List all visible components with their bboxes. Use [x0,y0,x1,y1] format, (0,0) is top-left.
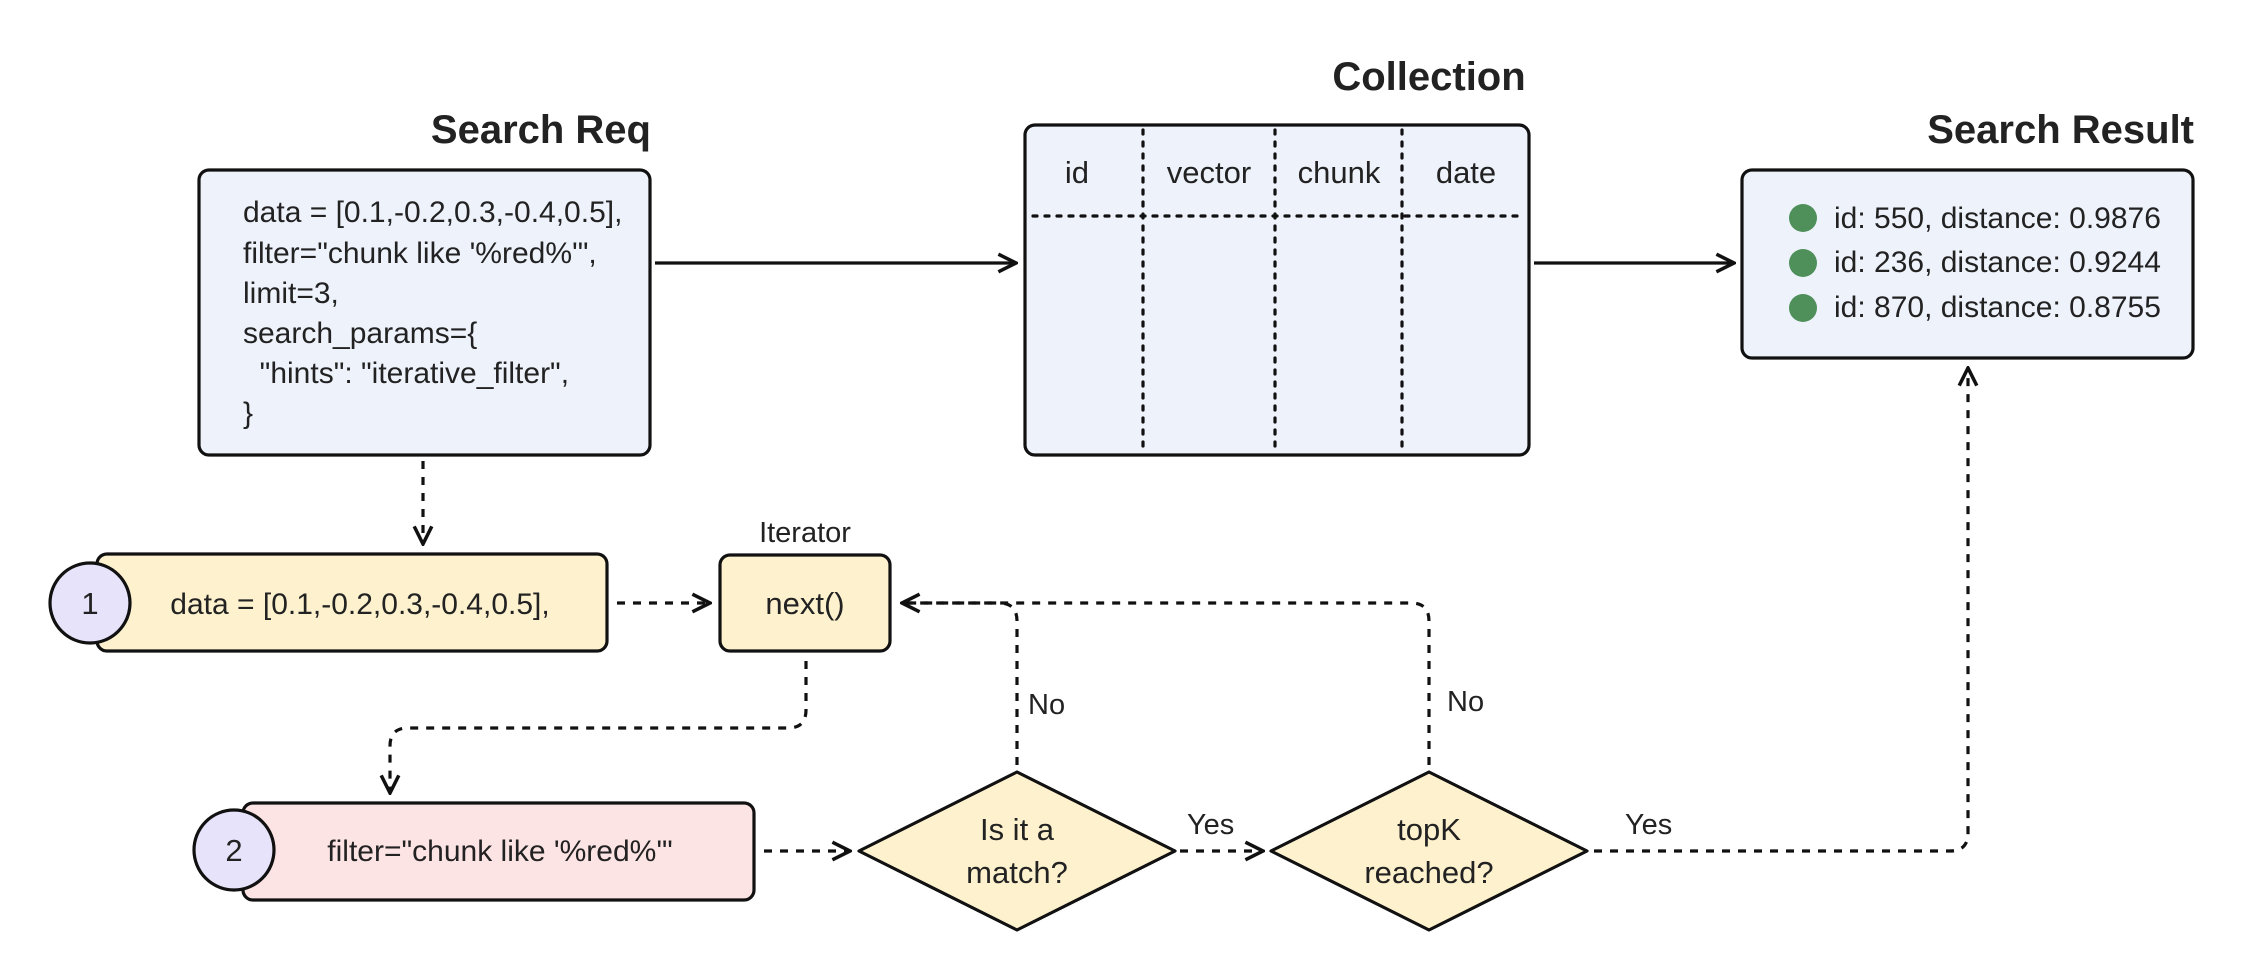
edge-label-yes: Yes [1187,809,1234,841]
result-item: id: 550, distance: 0.9876 [1834,202,2161,235]
step2-text: filter="chunk like '%red%'" [327,835,672,868]
edge-label-yes: Yes [1625,809,1672,841]
collection-column-header: chunk [1298,155,1381,190]
result-item: id: 870, distance: 0.8755 [1834,291,2161,324]
arrow-topk-yes-to-result [1594,368,1968,853]
match-decision-text: match? [966,855,1068,890]
search-result-box [1740,168,2195,360]
collection-title: Collection [1332,55,1525,99]
search-req-line: } [243,397,253,430]
iterator-label: Iterator [759,517,851,549]
search-result-title: Search Result [1927,108,2194,152]
step1-number-badge [48,561,132,645]
result-item: id: 236, distance: 0.9244 [1834,246,2161,279]
step2-number: 2 [225,833,242,868]
result-dot-icon [1789,249,1817,277]
search-req-line: limit=3, [243,277,339,310]
search-req-line: search_params={ [243,317,477,350]
topk-decision-text: topK [1397,812,1461,847]
search-req-line: filter="chunk like '%red%'", [243,237,597,270]
result-dot-icon [1789,204,1817,232]
arrow-match-no-to-iterator [902,603,1019,765]
search-req-line: data = [0.1,-0.2,0.3,-0.4,0.5], [243,196,622,229]
match-decision-diamond [857,770,1177,932]
arrow-iterator-to-step2 [390,661,808,793]
step1-number: 1 [81,586,98,621]
result-dot-icon [1789,294,1817,322]
step2-number-badge [192,808,276,892]
iterator-box [718,553,892,653]
edge-label-no: No [1028,689,1065,721]
search-req-box [197,168,652,457]
arrow-topk-no-to-iterator [902,601,1431,765]
search-req-title: Search Req [431,108,651,152]
edge-label-no: No [1447,686,1484,718]
collection-column-header: date [1436,155,1496,190]
topk-decision-diamond [1269,770,1589,932]
match-decision-text: Is it a [980,812,1055,847]
step1-text: data = [0.1,-0.2,0.3,-0.4,0.5], [170,588,549,621]
search-req-line: "hints": "iterative_filter", [243,357,569,390]
topk-decision-text: reached? [1364,855,1493,890]
collection-column-header: vector [1167,155,1251,190]
collection-column-header: id [1065,155,1089,190]
iterator-text: next() [765,586,844,621]
